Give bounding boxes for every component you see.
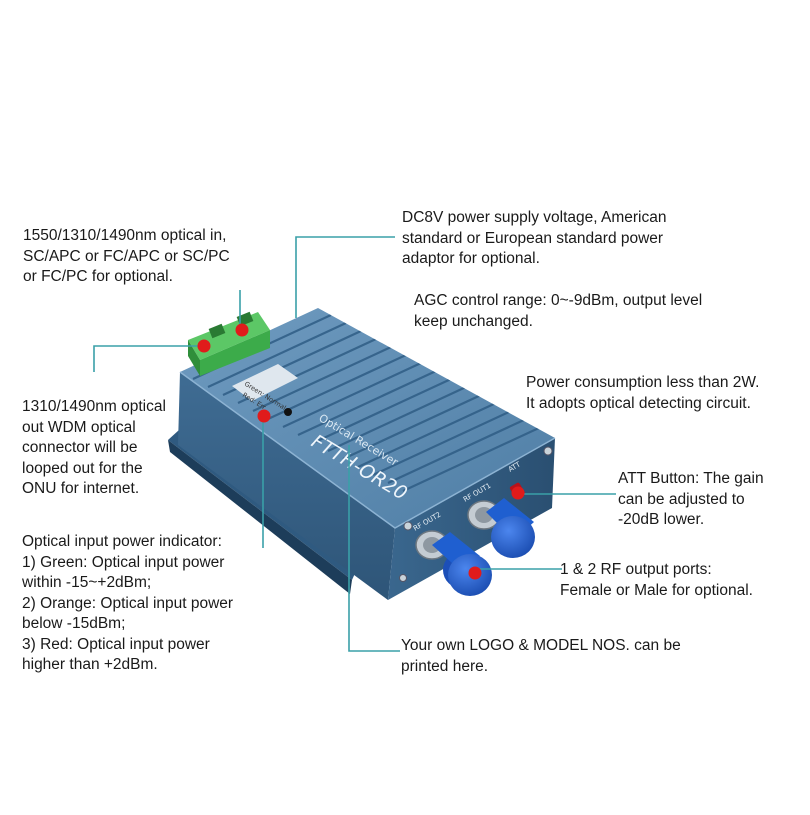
leader-logo: [348, 445, 400, 652]
callout-line: or FC/PC for optional.: [23, 268, 173, 285]
callout-line: 3) Red: Optical input power: [22, 635, 210, 653]
callout-rf-ports: 1 & 2 RF output ports: Female or Male for…: [560, 560, 753, 601]
callout-line: DC8V power supply voltage, American: [402, 209, 667, 226]
leader-power-supply: [295, 236, 395, 318]
callout-optical-in: 1550/1310/1490nm optical in, SC/APC or FC…: [23, 226, 230, 288]
leader-wdm-out: [93, 345, 200, 372]
callout-line: Your own LOGO & MODEL NOS. can be: [401, 637, 681, 654]
callout-line: 1 & 2 RF output ports:: [560, 561, 712, 578]
callout-line: can be adjusted to: [618, 490, 745, 508]
marker-terminal-left: [197, 339, 211, 353]
callout-line: higher than +2dBm.: [22, 656, 158, 673]
callout-power-consumption: Power consumption less than 2W. It adopts…: [526, 373, 759, 414]
callout-line: Female or Male for optional.: [560, 581, 753, 599]
callout-line: 1) Green: Optical input power: [22, 553, 225, 571]
rf-connector-1: [467, 498, 535, 558]
screw: [403, 521, 413, 531]
callout-wdm-out: 1310/1490nm optical out WDM optical connec…: [22, 397, 166, 500]
callout-logo: Your own LOGO & MODEL NOS. can be printed…: [401, 636, 681, 677]
callout-line: 1310/1490nm optical: [22, 398, 166, 415]
callout-line: SC/APC or FC/APC or SC/PC: [23, 247, 230, 265]
callout-line: looped out for the: [22, 459, 143, 477]
callout-line: connector will be: [22, 439, 138, 456]
device-left-face: [178, 372, 395, 600]
callout-line: 1550/1310/1490nm optical in,: [23, 227, 227, 244]
callout-agc: AGC control range: 0~-9dBm, output level…: [414, 291, 702, 332]
cooling-fins: [192, 314, 542, 492]
callout-power-supply: DC8V power supply voltage, American stand…: [402, 208, 667, 270]
callout-line: 2) Orange: Optical input power: [22, 594, 234, 612]
marker-terminal-right: [235, 323, 249, 337]
marker-att: [511, 486, 525, 500]
callout-input-indicator: Optical input power indicator: 1) Green: …: [22, 532, 233, 676]
callout-line: printed here.: [401, 657, 489, 675]
marker-rf: [468, 566, 482, 580]
marker-led: [257, 409, 271, 423]
callout-line: Power consumption less than 2W.: [526, 374, 760, 391]
screw: [543, 446, 553, 456]
marker-dots: [197, 323, 525, 580]
callout-att-button: ATT Button: The gain can be adjusted to -2…: [618, 469, 764, 531]
callout-line: standard or European standard power: [402, 229, 664, 247]
callout-line: Optical input power indicator:: [22, 533, 222, 550]
screw: [399, 574, 407, 582]
callout-line: -20dB lower.: [618, 511, 705, 528]
callout-line: ONU for internet.: [22, 480, 140, 497]
callout-line: keep unchanged.: [414, 312, 533, 330]
callout-line: It adopts optical detecting circuit.: [526, 394, 751, 412]
callout-line: out WDM optical: [22, 418, 136, 436]
callout-line: within -15~+2dBm;: [22, 574, 152, 591]
callout-line: ATT Button: The gain: [618, 470, 764, 487]
callout-line: AGC control range: 0~-9dBm, output level: [414, 292, 703, 309]
leader-lines: [93, 236, 616, 652]
callout-line: below -15dBm;: [22, 615, 126, 632]
status-led: [284, 408, 292, 416]
callout-line: adaptor for optional.: [402, 250, 540, 267]
